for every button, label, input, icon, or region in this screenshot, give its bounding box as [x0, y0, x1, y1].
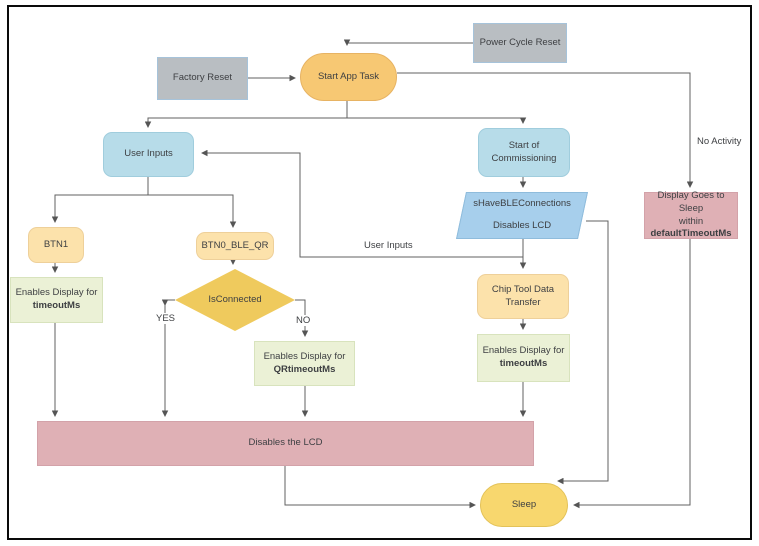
node-label-line2: timeoutMs [32, 300, 81, 311]
node-display-goes-to-sleep: Display Goes to Sleep within defaultTime… [644, 190, 738, 240]
node-label-line1: Display Goes to Sleep [657, 190, 725, 214]
node-enables-display-qrtimeoutms: Enables Display for QRtimeoutMs [254, 341, 355, 386]
node-label: Disables the LCD [248, 437, 323, 449]
edge-label-yes: YES [154, 313, 178, 324]
node-sleep: Sleep [480, 483, 568, 527]
node-label: BTN1 [43, 238, 69, 250]
node-label-line2: QRtimeoutMs [273, 363, 336, 375]
node-enables-display-timeoutms-left: Enables Display for timeoutMs [10, 277, 103, 323]
node-label-line2: timeoutMs [499, 358, 548, 369]
edge-label-no: NO [294, 315, 313, 326]
node-start-app-task: Start App Task [300, 53, 397, 101]
node-disables-the-lcd: Disables the LCD [37, 421, 534, 466]
node-label-line2: Transfer [505, 296, 541, 308]
node-start-of-commissioning: Start of Commissioning [478, 128, 570, 177]
node-label: IsConnected [208, 293, 262, 305]
node-label-line3: defaultTimeoutMs [650, 228, 732, 240]
node-btn1: BTN1 [28, 227, 84, 263]
node-label-line2: Disables LCD [492, 220, 552, 231]
node-label: Start App Task [317, 70, 380, 82]
node-label: Sleep [511, 498, 537, 510]
node-shave-ble-connections: sHaveBLEConnections Disables LCD [456, 192, 588, 239]
node-user-inputs: User Inputs [103, 132, 194, 177]
edge-label-user-inputs: User Inputs [362, 240, 415, 251]
node-label-line1: Chip Tool Data [491, 283, 555, 295]
node-label: Factory Reset [172, 72, 233, 84]
node-label: Power Cycle Reset [479, 36, 561, 48]
node-label-line1: sHaveBLEConnections [473, 198, 571, 210]
node-label-line2: within [678, 215, 704, 227]
node-label-line2: Commissioning [491, 152, 557, 164]
node-enables-display-timeoutms-right: Enables Display for timeoutMs [477, 334, 570, 382]
node-label: BTN0_BLE_QR [201, 239, 269, 251]
node-factory-reset: Factory Reset [157, 57, 248, 100]
node-power-cycle-reset: Power Cycle Reset [473, 23, 567, 63]
node-label: User Inputs [124, 148, 173, 160]
node-label-line1: Enables Display for [263, 350, 346, 362]
node-label-line1: Start of [508, 139, 540, 151]
node-label-line1: Enables Display for [482, 345, 565, 357]
edge-label-no-activity: No Activity [695, 136, 744, 147]
node-btn0-ble-qr: BTN0_BLE_QR [196, 232, 274, 260]
node-label-line1: Enables Display for [15, 287, 98, 299]
node-chip-tool-data-transfer: Chip Tool Data Transfer [477, 274, 569, 319]
